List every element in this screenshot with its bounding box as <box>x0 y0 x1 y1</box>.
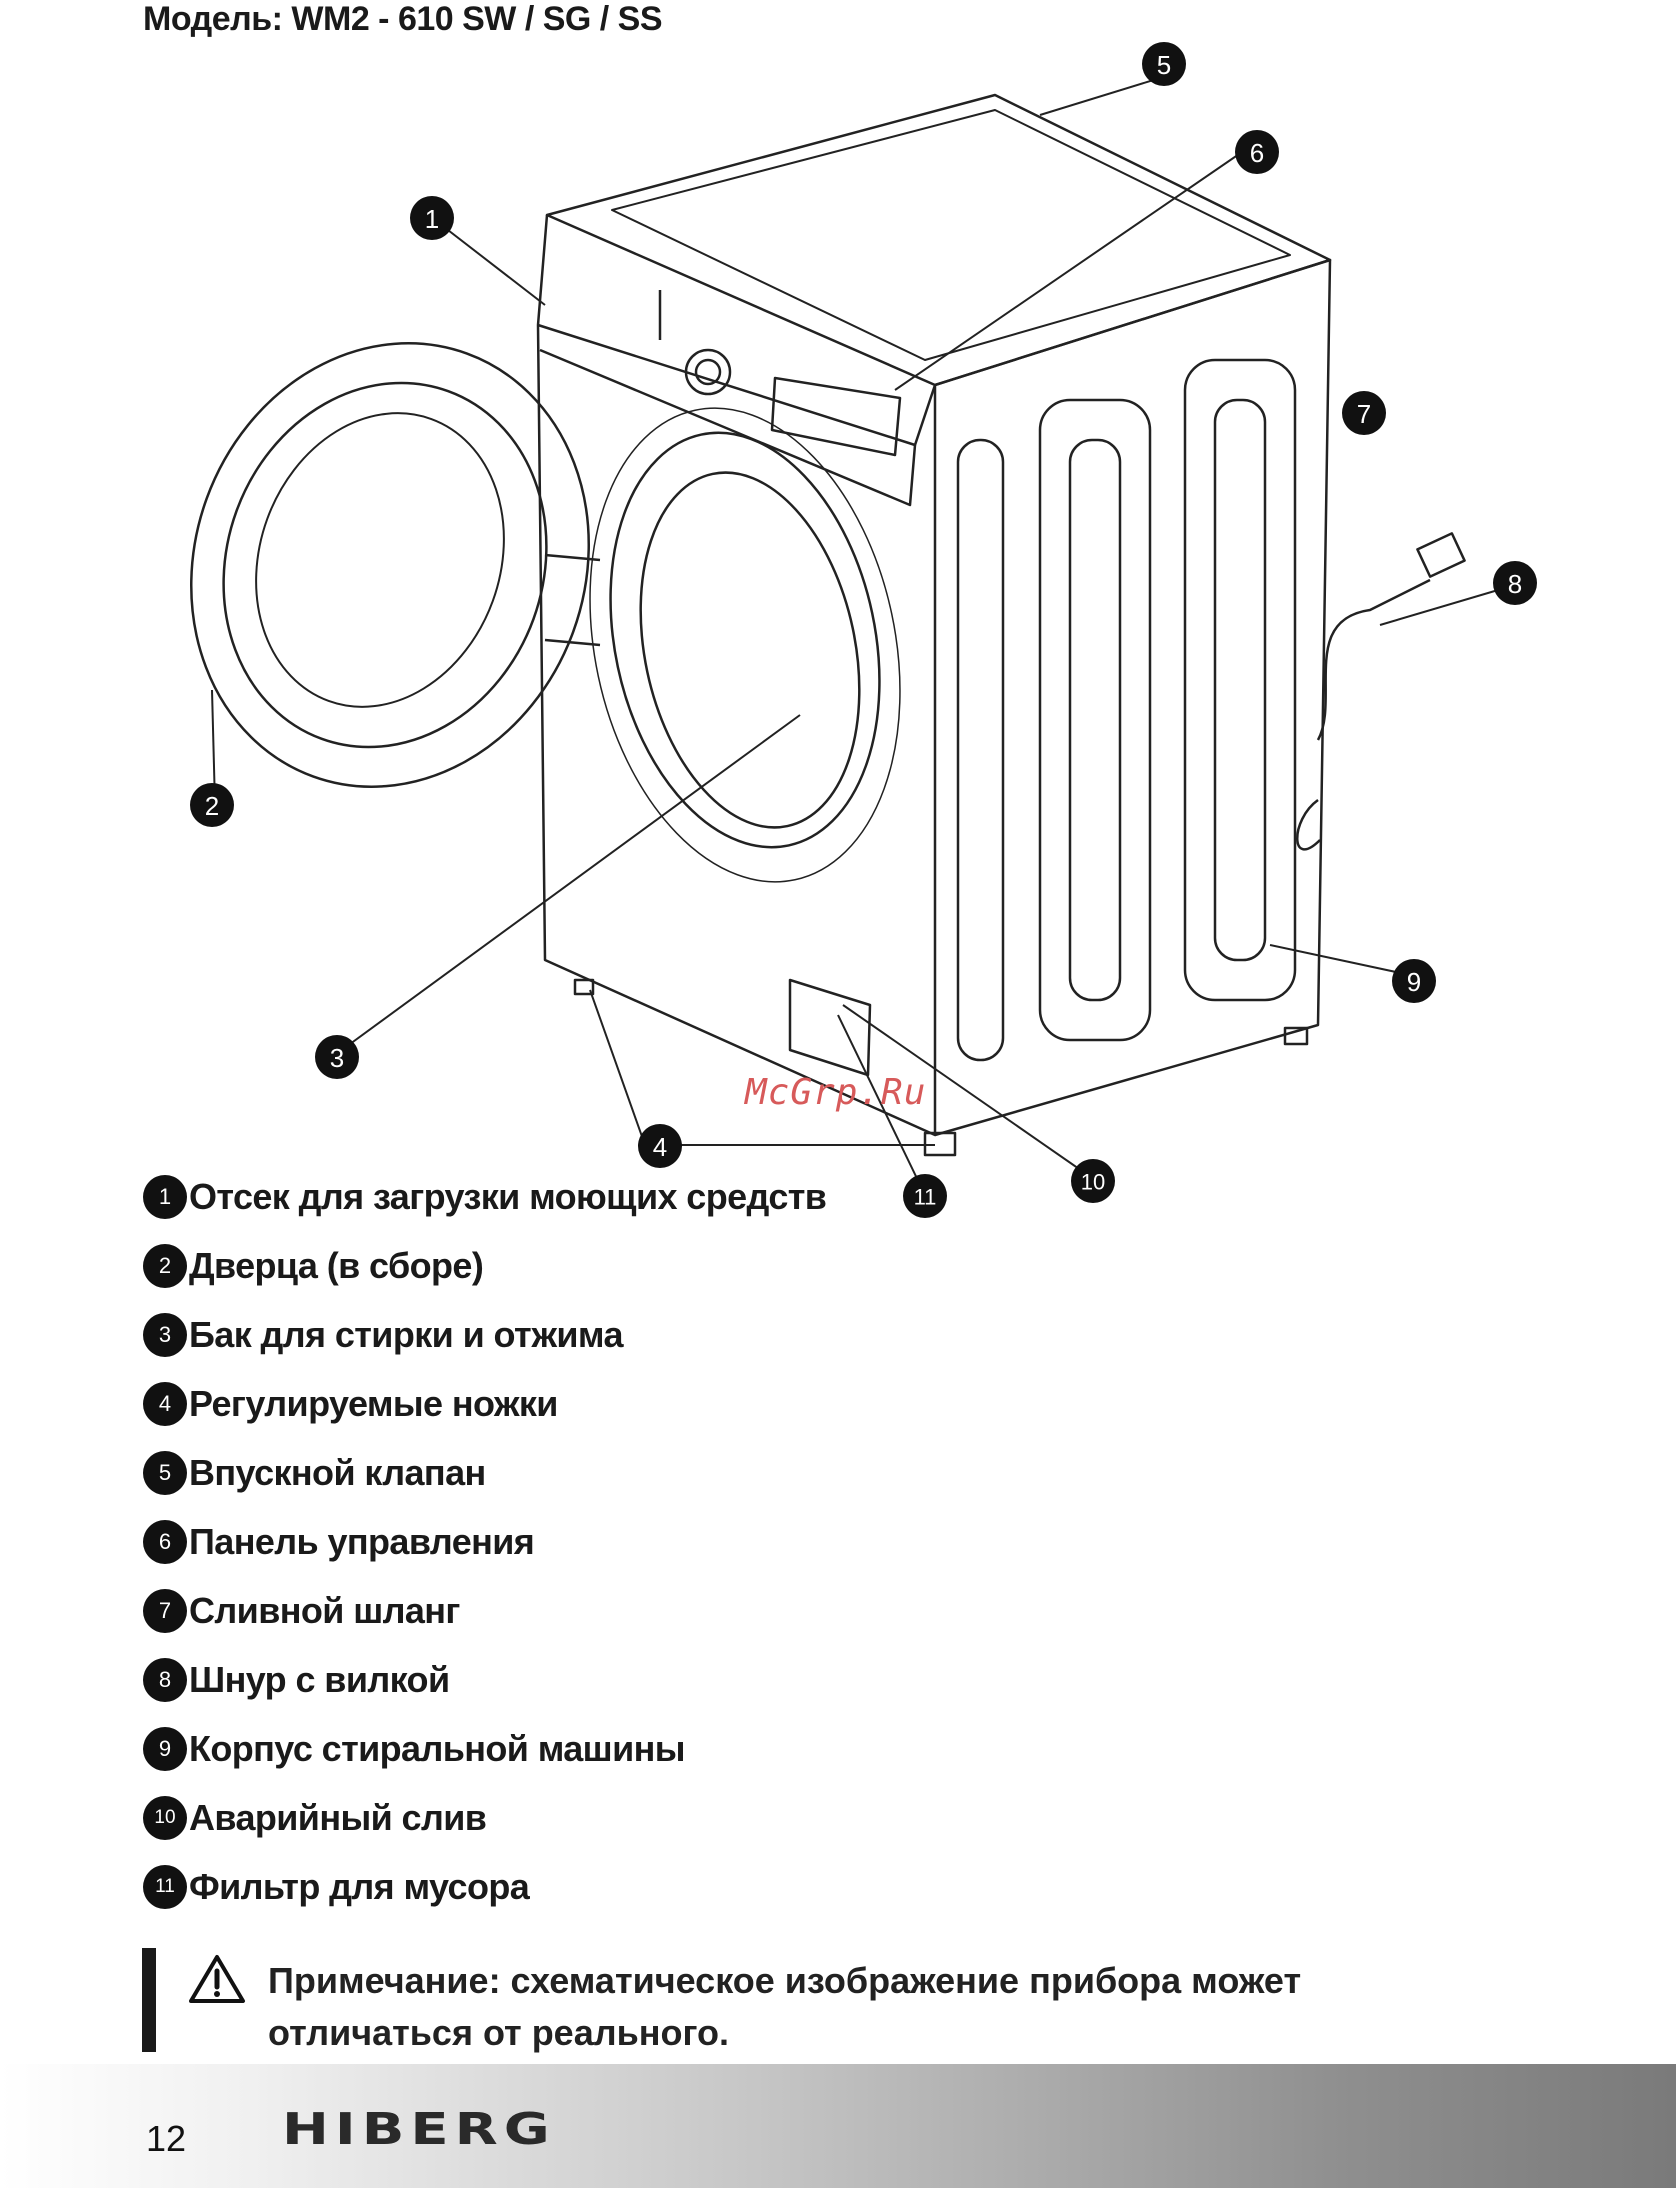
svg-text:9: 9 <box>1407 967 1421 997</box>
legend-number: 6 <box>143 1519 187 1564</box>
page-number: 12 <box>146 2118 187 2159</box>
legend-label: Аварийный слив <box>189 1796 487 1838</box>
legend-number: 9 <box>143 1726 187 1771</box>
page-footer <box>0 2064 1676 2188</box>
washer-diagram: 1 2 3 4 5 6 7 8 9 10 11 <box>190 42 1537 1218</box>
svg-text:7: 7 <box>1357 399 1371 429</box>
svg-text:2: 2 <box>205 791 219 821</box>
legend-label: Фильтр для мусора <box>189 1865 530 1907</box>
callout-6: 6 <box>1235 130 1279 174</box>
legend-label: Отсек для загрузки моющих средств <box>189 1175 827 1217</box>
legend-number: 8 <box>143 1657 187 1702</box>
legend-number: 11 <box>143 1864 187 1909</box>
callout-5: 5 <box>1142 42 1186 86</box>
callout-3: 3 <box>315 1035 359 1079</box>
legend-label: Панель управления <box>189 1520 535 1562</box>
warning-icon <box>189 1955 245 2003</box>
legend-label: Регулируемые ножки <box>189 1382 558 1424</box>
legend-label: Корпус стиральной машины <box>189 1727 686 1769</box>
note-text: Примечание: схематическое изображение пр… <box>268 1955 1468 2059</box>
callout-10: 10 <box>1071 1159 1115 1203</box>
legend-number: 7 <box>143 1588 187 1633</box>
callout-11: 11 <box>903 1174 947 1218</box>
legend-number: 3 <box>143 1312 187 1357</box>
svg-text:8: 8 <box>1508 569 1522 599</box>
svg-text:4: 4 <box>653 1132 667 1162</box>
model-title: Модель: WM2 - 610 SW / SG / SS <box>143 0 663 38</box>
callout-4: 4 <box>638 1124 682 1168</box>
legend-label: Шнур с вилкой <box>189 1658 450 1700</box>
legend-number: 10 <box>143 1795 187 1840</box>
callout-8: 8 <box>1493 561 1537 605</box>
legend-number: 5 <box>143 1450 187 1495</box>
svg-text:10: 10 <box>1081 1170 1105 1195</box>
callout-1: 1 <box>410 196 454 240</box>
legend-label: Сливной шланг <box>189 1589 460 1631</box>
svg-text:1: 1 <box>425 204 439 234</box>
legend-number: 1 <box>143 1174 187 1219</box>
note-accent-bar <box>142 1948 156 2052</box>
svg-text:6: 6 <box>1250 138 1264 168</box>
svg-text:11: 11 <box>914 1185 937 1210</box>
note-line-2: отличаться от реального. <box>268 2012 729 2053</box>
legend-number: 4 <box>143 1381 187 1426</box>
svg-text:5: 5 <box>1157 50 1171 80</box>
callout-9: 9 <box>1392 959 1436 1003</box>
legend-label: Бак для стирки и отжима <box>189 1313 624 1355</box>
svg-text:3: 3 <box>330 1043 344 1073</box>
legend-label: Впускной клапан <box>189 1451 486 1493</box>
callout-7: 7 <box>1342 391 1386 435</box>
watermark: McGrp.Ru <box>745 1072 927 1113</box>
brand-logo: HIBERG <box>282 2104 556 2155</box>
callout-2: 2 <box>190 783 234 827</box>
legend-number: 2 <box>143 1243 187 1288</box>
legend-label: Дверца (в сборе) <box>189 1244 484 1286</box>
note-line-1: Примечание: схематическое изображение пр… <box>268 1960 1302 2001</box>
